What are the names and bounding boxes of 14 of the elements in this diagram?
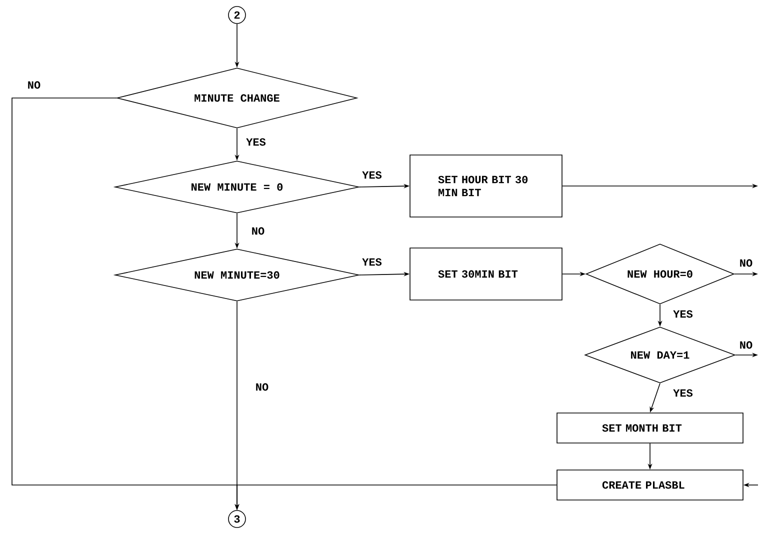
edge-label: YES xyxy=(245,137,267,147)
process-box: CREATE PLASBL xyxy=(556,470,744,500)
process-box: SET MONTH BIT xyxy=(556,412,744,444)
edge-label: YES xyxy=(672,309,694,319)
process-box: SET HOUR BIT 30 MIN BIT xyxy=(410,154,562,218)
edge-label: NO xyxy=(254,382,270,392)
edge-label: NO xyxy=(26,80,42,90)
edge-label: YES xyxy=(361,257,383,267)
process-box: SET 30MIN BIT xyxy=(410,248,562,300)
edge-label: YES xyxy=(361,170,383,180)
edge-label: NO xyxy=(250,226,266,236)
edge-label: NO xyxy=(738,258,754,268)
edge-label: NO xyxy=(738,340,754,350)
edge-label: YES xyxy=(672,388,694,398)
